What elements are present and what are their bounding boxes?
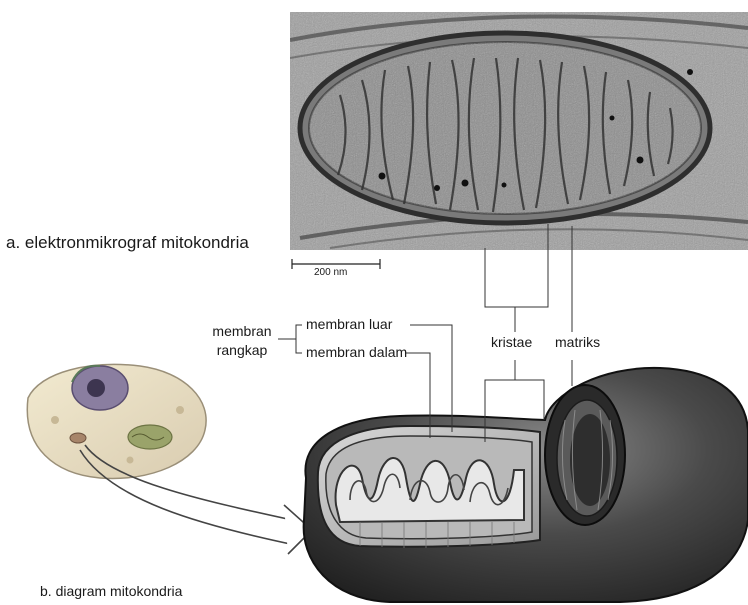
leader-lines	[278, 224, 572, 442]
animal-cell-illustration	[27, 364, 206, 478]
label-membran-rangkap-line1: membran	[210, 324, 274, 338]
electron-micrograph	[290, 12, 748, 250]
label-membran-luar: membran luar	[306, 317, 392, 331]
diagram-caption: b. diagram mitokondria	[40, 584, 182, 598]
label-membran-dalam: membran dalam	[306, 345, 407, 359]
micrograph-caption: a. elektronmikrograf mitokondria	[6, 234, 249, 251]
mitochondrion-diagram	[304, 368, 748, 602]
label-kristae: kristae	[491, 335, 532, 349]
label-membran-rangkap-line2: rangkap	[210, 343, 274, 357]
scale-bar-label: 200 nm	[314, 268, 347, 278]
label-matriks: matriks	[555, 335, 600, 349]
